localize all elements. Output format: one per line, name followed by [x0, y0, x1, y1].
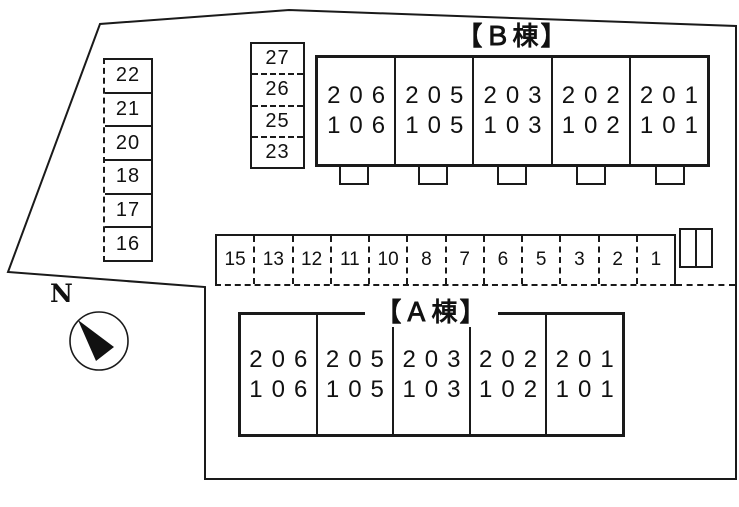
- entrance-porch: [655, 166, 685, 185]
- building-a-unit-206-106: 206 106: [241, 315, 316, 434]
- parking-stall-20: 20: [105, 125, 151, 159]
- compass-north-label: N: [50, 279, 73, 308]
- parking-stall-27: 27: [265, 47, 290, 70]
- parking-stall-6: 6: [482, 236, 521, 284]
- unit-number-upper: 206: [249, 345, 317, 373]
- parking-stall-10: 10: [368, 236, 406, 284]
- parking-stall-22: 22: [115, 64, 141, 87]
- parking-stall-18: 18: [105, 159, 151, 193]
- building-b-label-wrap: 【Ｂ棟】: [315, 22, 710, 51]
- building-a: 206 106 205 105 203 103 202 102 201 101: [238, 312, 625, 437]
- unit-number-lower: 105: [325, 375, 393, 403]
- parking-stall-25: 25: [252, 104, 303, 136]
- unit-number-lower: 103: [483, 112, 551, 139]
- parking-stall-17: 17: [105, 192, 151, 227]
- unit-number-lower: 106: [249, 375, 317, 403]
- unit-number-lower: 106: [327, 112, 395, 139]
- building-b-label: 【Ｂ棟】: [446, 22, 579, 51]
- building-b-unit-201-206: 206 106: [318, 58, 394, 164]
- unit-number-upper: 206: [327, 82, 395, 110]
- parking-stall-2: 2: [597, 236, 636, 284]
- building-b-unit-202-102: 202 102: [550, 58, 629, 164]
- parking-left-column: 22 21 20 18 17 16: [103, 58, 153, 262]
- parking-stall-7: 7: [444, 236, 483, 284]
- unit-number-upper: 205: [325, 345, 393, 373]
- parking-stall-26: 26: [252, 73, 303, 104]
- building-a-label: 【Ａ棟】: [365, 298, 498, 327]
- small-structure: [679, 228, 713, 268]
- small-structure-cell: [695, 230, 711, 266]
- parking-stall-23: 23: [252, 135, 303, 167]
- building-b-unit-205-105: 205 105: [394, 58, 472, 164]
- building-a-unit-205-105: 205 105: [315, 315, 393, 434]
- parking-upper-column: 27 26 25 23: [250, 42, 305, 169]
- parking-stall-15: 15: [224, 249, 246, 270]
- parking-center-row: 15 13 12 11 10 8 7 6 5 3 2 1: [215, 234, 676, 286]
- boundary-dashed-line: [676, 284, 735, 286]
- compass-needle-icon: [78, 320, 114, 361]
- unit-number-lower: 103: [402, 375, 470, 403]
- building-b: 206 106 205 105 203 103 202 102 201 101: [315, 55, 710, 167]
- small-structure-cell: [681, 230, 695, 266]
- building-b-unit-201-101: 201 101: [628, 58, 707, 164]
- unit-number-upper: 202: [561, 82, 629, 110]
- site-boundary: [6, 8, 737, 480]
- parking-stall-13: 13: [253, 236, 291, 284]
- unit-number-upper: 203: [402, 345, 470, 373]
- parking-stall-11: 11: [329, 236, 368, 284]
- unit-number-upper: 201: [555, 345, 623, 373]
- entrance-porch: [576, 166, 606, 185]
- entrance-porch: [339, 166, 369, 185]
- parking-stall-8: 8: [406, 236, 444, 284]
- building-a-unit-203-103: 203 103: [392, 315, 469, 434]
- unit-number-lower: 101: [639, 112, 707, 139]
- entrance-porch: [497, 166, 527, 185]
- unit-number-upper: 202: [479, 345, 547, 373]
- parking-stall-21: 21: [105, 91, 151, 126]
- compass: [69, 311, 129, 371]
- unit-number-upper: 205: [405, 82, 473, 110]
- unit-number-lower: 105: [405, 112, 473, 139]
- unit-number-lower: 102: [479, 375, 547, 403]
- parking-stall-16: 16: [105, 226, 151, 260]
- unit-number-upper: 201: [639, 82, 707, 110]
- parking-stall-1: 1: [635, 236, 674, 284]
- unit-number-lower: 101: [555, 375, 623, 403]
- unit-number-lower: 102: [561, 112, 629, 139]
- building-b-unit-203-103: 203 103: [472, 58, 550, 164]
- building-a-unit-202-102: 202 102: [468, 315, 547, 434]
- building-a-unit-201-101: 201 101: [545, 315, 622, 434]
- parking-stall-5: 5: [521, 236, 559, 284]
- unit-number-upper: 203: [483, 82, 551, 110]
- parking-stall-3: 3: [559, 236, 597, 284]
- entrance-porch: [418, 166, 448, 185]
- parking-stall-12: 12: [291, 236, 330, 284]
- building-a-label-wrap: 【Ａ棟】: [238, 298, 625, 327]
